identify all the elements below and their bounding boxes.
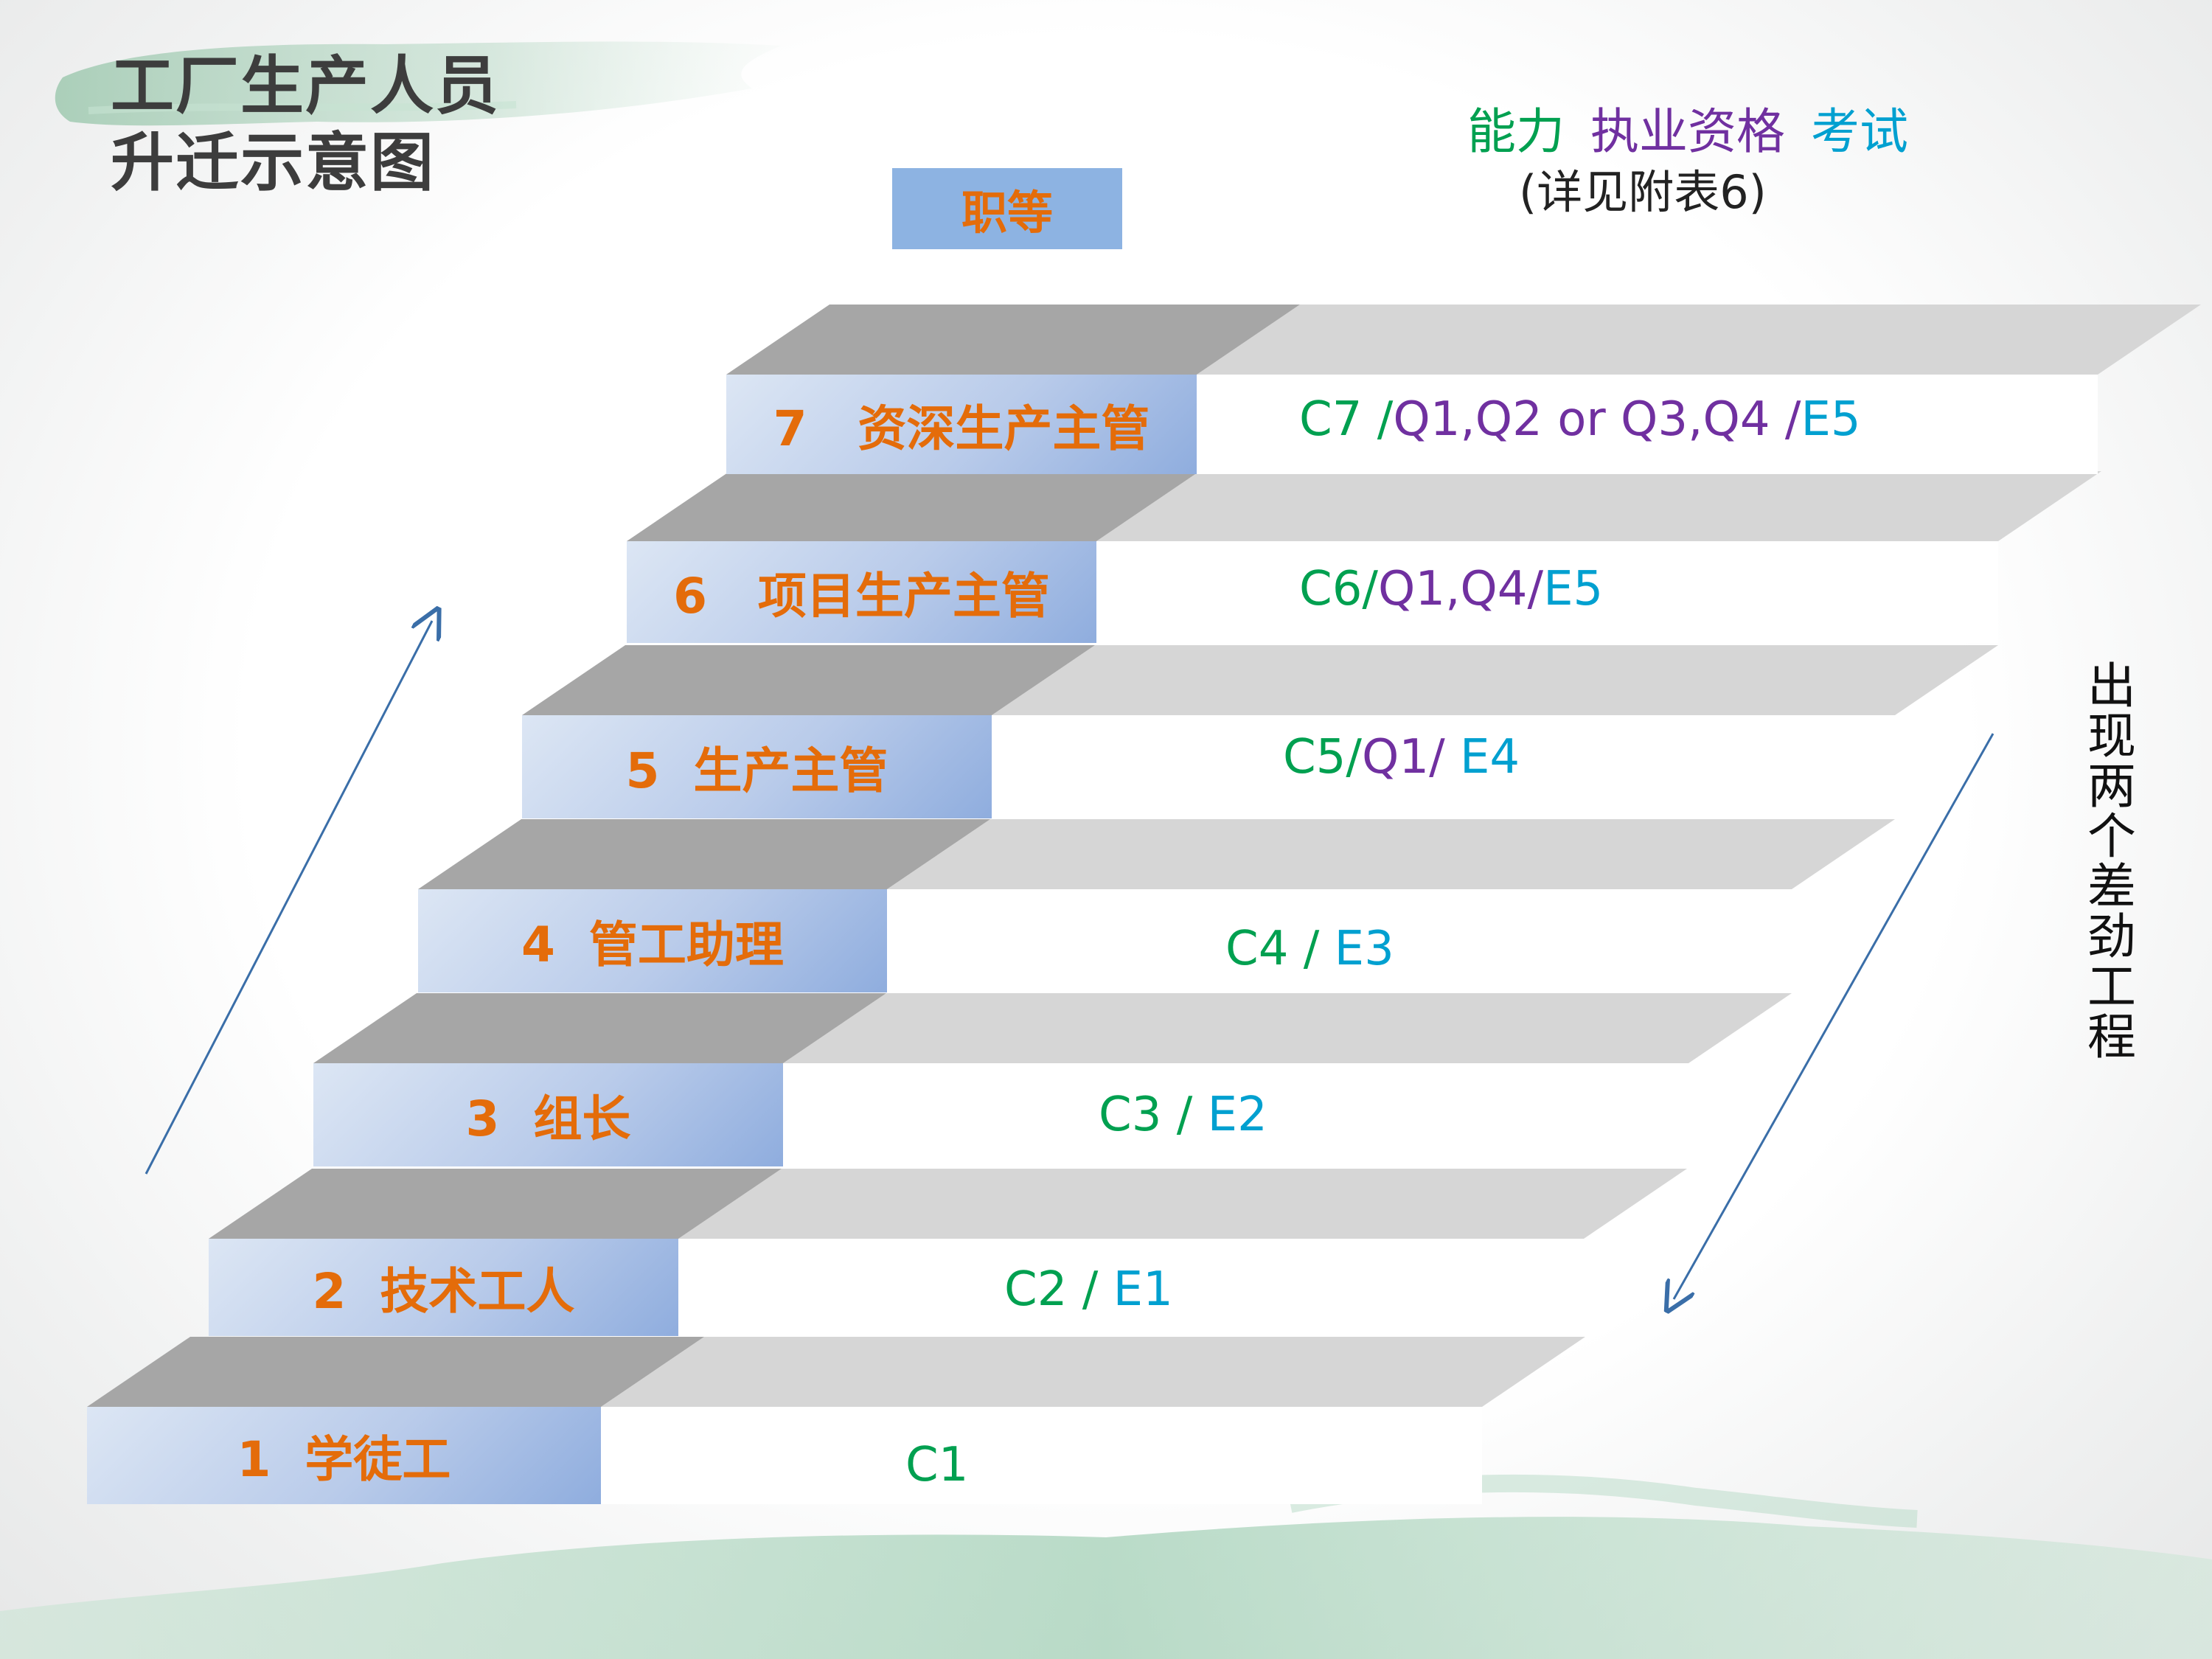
stair-face: [1197, 375, 2098, 474]
requirement-exam: E4: [1444, 730, 1520, 785]
down-arrow: [1674, 733, 1994, 1299]
stair-tread-dark: [418, 819, 990, 889]
title-line-1: 工厂生产人员: [111, 49, 500, 123]
legend-ability: 能力: [1467, 103, 1565, 160]
requirement-ability: C2 /: [1004, 1262, 1113, 1317]
requirement-exam: E3: [1334, 922, 1394, 976]
grade-requirements-7: C7 /Q1,Q2 or Q3,Q4 /E5: [1299, 392, 1861, 447]
requirement-ability: C7 /: [1299, 392, 1394, 447]
grade-label-3: 3 组长: [313, 1063, 783, 1166]
requirement-ability: C4 /: [1225, 922, 1335, 976]
title-line-2: 升迁示意图: [111, 126, 435, 200]
stair-face: [992, 715, 1895, 818]
stair-face: [1096, 541, 1998, 643]
grade-requirements-3: C3 / E2: [1099, 1088, 1267, 1142]
stair-tread-light: [1197, 305, 2201, 375]
requirement-exam: E1: [1113, 1262, 1173, 1317]
stair-tread-dark: [313, 993, 886, 1063]
page-title: 工厂生产人员 升迁示意图: [111, 48, 500, 201]
ink-brush-bottom: [0, 1517, 2212, 1659]
requirement-ability: C5/: [1283, 730, 1362, 785]
stair-tread-light: [678, 1169, 1687, 1239]
grade-requirements-1: C1: [905, 1438, 968, 1492]
requirement-ability: C6/: [1299, 562, 1378, 616]
grade-requirements-5: C5/Q1/ E4: [1283, 730, 1520, 785]
stair-tread-dark: [522, 645, 1095, 715]
stair-face: [887, 889, 1792, 992]
stair-tread-dark: [209, 1169, 782, 1239]
requirement-exam: E5: [1543, 562, 1604, 616]
stair-tread-light: [601, 1337, 1585, 1407]
requirement-ability: C3 /: [1099, 1088, 1208, 1142]
grade-label-5: 5 生产主管: [522, 715, 992, 818]
grade-header: 职等: [892, 168, 1122, 249]
requirement-exam: E2: [1207, 1088, 1267, 1142]
stair-tread-light: [1096, 471, 2101, 541]
stair-tread-dark: [726, 305, 1300, 375]
legend-row: 能力 执业资格 考试: [1467, 102, 1908, 162]
grade-label-2: 2 技术工人: [209, 1239, 678, 1336]
stair-tread-light: [992, 645, 1998, 715]
stair-face: [678, 1239, 1584, 1336]
legend-exam: 考试: [1810, 103, 1908, 160]
requirement-qualification: Q1/: [1361, 730, 1445, 785]
grade-label-7: 7 资深生产主管: [726, 375, 1197, 474]
grade-label-6: 6 项目生产主管: [627, 541, 1096, 643]
requirement-ability: C1: [905, 1438, 969, 1492]
side-note: 出现两个差劲工程: [2079, 660, 2136, 1061]
grade-requirements-2: C2 / E1: [1004, 1262, 1173, 1317]
stairs-group: [87, 305, 2201, 1504]
requirement-exam: E5: [1801, 392, 1861, 447]
legend-note: (详见附表6): [1519, 165, 1767, 219]
legend: 能力 执业资格 考试 (详见附表6): [1467, 102, 1908, 223]
stair-tread-dark: [627, 471, 1200, 541]
stair-face: [783, 1063, 1688, 1166]
stair-tread-light: [887, 819, 1895, 889]
grade-label-4: 4 管工助理: [418, 889, 887, 992]
stair-tread-dark: [87, 1337, 704, 1407]
grade-label-1: 1 学徒工: [87, 1407, 601, 1504]
stair-tread-light: [783, 993, 1792, 1063]
grade-requirements-4: C4 / E3: [1225, 922, 1394, 976]
legend-qualification: 执业资格: [1590, 103, 1785, 160]
grade-requirements-6: C6/Q1,Q4/E5: [1299, 562, 1603, 616]
up-arrow: [145, 621, 432, 1175]
requirement-qualification: Q1,Q2 or Q3,Q4 /: [1393, 392, 1801, 447]
requirement-qualification: Q1,Q4/: [1377, 562, 1544, 616]
stair-face: [601, 1407, 1482, 1504]
